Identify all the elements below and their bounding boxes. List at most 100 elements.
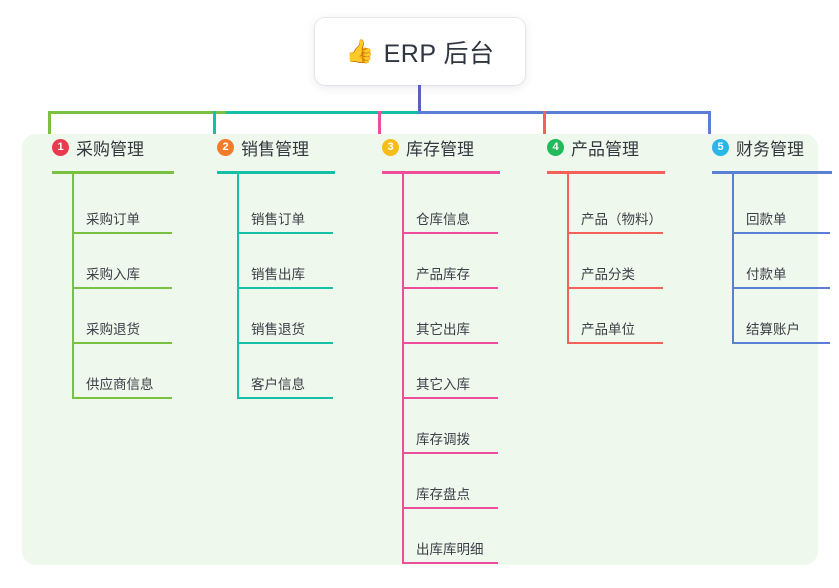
leaf-node[interactable]: 回款单 — [732, 179, 830, 234]
leaf-node-underline — [567, 287, 663, 289]
leaf-node-underline — [72, 397, 172, 399]
branch-title-4: 产品管理 — [571, 139, 639, 159]
leaf-node[interactable]: 销售出库 — [237, 234, 333, 289]
branch-drop-connector-4 — [543, 111, 546, 141]
leaf-node[interactable]: 库存盘点 — [402, 454, 498, 509]
leaf-node-label: 其它入库 — [416, 377, 470, 392]
leaf-node-underline — [237, 287, 333, 289]
leaf-node-label: 回款单 — [746, 212, 787, 227]
leaf-node[interactable]: 客户信息 — [237, 344, 333, 399]
branch-spine-4 — [567, 172, 569, 342]
thumbs-up-icon: 👍 — [345, 38, 375, 64]
leaf-node-label: 产品单位 — [581, 322, 635, 337]
leaf-node-label: 采购退货 — [86, 322, 140, 337]
leaf-node-underline — [402, 507, 498, 509]
leaf-node[interactable]: 销售订单 — [237, 179, 333, 234]
branch-badge-2: 2 — [217, 138, 234, 156]
branch-underline-5 — [712, 171, 832, 174]
leaf-node-underline — [72, 287, 172, 289]
leaf-node-underline — [237, 397, 333, 399]
leaf-node[interactable]: 采购入库 — [72, 234, 172, 289]
branch-column-5: 5 财务管理回款单付款单结算账户 — [708, 134, 839, 344]
leaf-node-label: 采购入库 — [86, 267, 140, 282]
leaf-node-label: 付款单 — [746, 267, 787, 282]
branch-underline-1 — [52, 171, 174, 174]
leaf-node-label: 供应商信息 — [86, 377, 154, 392]
root-node[interactable]: 👍 ERP 后台 — [315, 18, 525, 85]
branch-title-5: 财务管理 — [736, 139, 804, 159]
branch-drop-connector-5 — [708, 111, 711, 141]
branch-header-2[interactable]: 2 销售管理 — [213, 134, 363, 160]
branch-badge-3: 3 — [382, 138, 399, 156]
branch-underline-2 — [217, 171, 335, 174]
leaf-node[interactable]: 其它出库 — [402, 289, 498, 344]
leaf-node-label: 其它出库 — [416, 322, 470, 337]
branch-header-5[interactable]: 5 财务管理 — [708, 134, 839, 160]
root-node-title: ERP 后台 — [383, 39, 495, 68]
branch-drop-connector-1 — [48, 111, 51, 141]
root-stem-connector — [418, 85, 421, 113]
branch-spine-2 — [237, 172, 239, 397]
leaf-node-label: 销售订单 — [251, 212, 305, 227]
branch-drop-connector-2 — [213, 111, 216, 141]
leaf-node[interactable]: 销售退货 — [237, 289, 333, 344]
leaf-node-label: 客户信息 — [251, 377, 305, 392]
leaf-node-underline — [402, 287, 498, 289]
branch-title-2: 销售管理 — [241, 139, 309, 159]
leaf-node-underline — [72, 232, 172, 234]
leaf-node-underline — [402, 232, 498, 234]
branch-badge-4: 4 — [547, 138, 564, 156]
leaf-node-underline — [567, 342, 663, 344]
branch-underline-4 — [547, 171, 665, 174]
leaf-node-underline — [402, 452, 498, 454]
branch-spine-1 — [72, 172, 74, 397]
branch-title-1: 采购管理 — [76, 139, 144, 159]
leaf-node-label: 产品（物料） — [581, 212, 662, 227]
leaf-node-underline — [732, 232, 830, 234]
bus-segment-3 — [418, 111, 710, 114]
leaf-node-underline — [72, 342, 172, 344]
leaf-node-underline — [402, 397, 498, 399]
leaf-node[interactable]: 产品库存 — [402, 234, 498, 289]
leaf-node-label: 结算账户 — [746, 322, 800, 337]
leaf-node-underline — [402, 342, 498, 344]
leaf-node[interactable]: 供应商信息 — [72, 344, 172, 399]
leaf-node-label: 采购订单 — [86, 212, 140, 227]
leaf-node[interactable]: 产品（物料） — [567, 179, 663, 234]
leaf-node[interactable]: 产品分类 — [567, 234, 663, 289]
leaf-node[interactable]: 付款单 — [732, 234, 830, 289]
leaf-node-underline — [567, 232, 663, 234]
leaf-node[interactable]: 结算账户 — [732, 289, 830, 344]
leaf-node[interactable]: 库存调拨 — [402, 399, 498, 454]
branch-column-4: 4 产品管理产品（物料） 产品分类产品单位 — [543, 134, 693, 344]
leaf-node-label: 产品库存 — [416, 267, 470, 282]
leaf-node-underline — [732, 342, 830, 344]
leaf-node-label: 销售退货 — [251, 322, 305, 337]
branch-spine-5 — [732, 172, 734, 342]
bus-segment-1 — [48, 111, 226, 114]
leaf-node[interactable]: 采购退货 — [72, 289, 172, 344]
leaf-node-label: 产品分类 — [581, 267, 635, 282]
leaf-node[interactable]: 产品单位 — [567, 289, 663, 344]
root-node-label: 👍 ERP 后台 — [345, 34, 494, 70]
branch-header-4[interactable]: 4 产品管理 — [543, 134, 693, 160]
leaf-node[interactable]: 采购订单 — [72, 179, 172, 234]
leaf-node-label: 出库库明细 — [416, 542, 484, 557]
branch-badge-5: 5 — [712, 138, 729, 156]
branch-underline-3 — [382, 171, 500, 174]
leaf-node-underline — [237, 342, 333, 344]
branch-drop-connector-3 — [378, 111, 381, 141]
branch-column-2: 2 销售管理销售订单销售出库销售退货客户信息 — [213, 134, 363, 399]
branch-spine-3 — [402, 172, 404, 562]
leaf-node[interactable]: 出库库明细 — [402, 509, 498, 564]
leaf-node-label: 销售出库 — [251, 267, 305, 282]
leaf-node[interactable]: 仓库信息 — [402, 179, 498, 234]
leaf-node-underline — [402, 562, 498, 564]
leaf-node[interactable]: 其它入库 — [402, 344, 498, 399]
